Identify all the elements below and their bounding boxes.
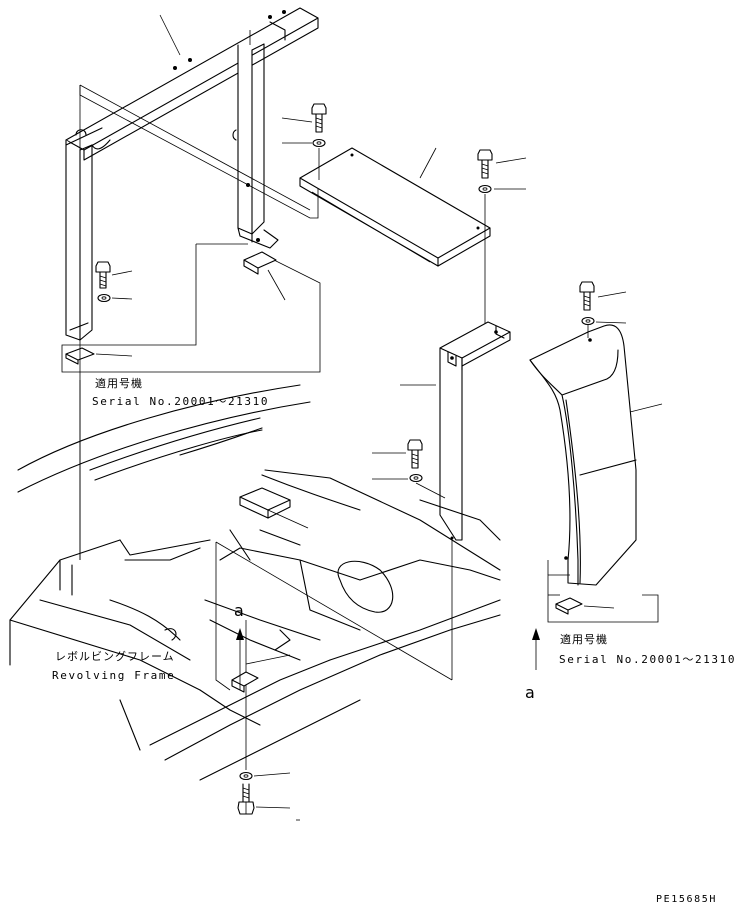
right-post <box>400 321 511 541</box>
view-marker-left: a <box>234 601 244 620</box>
bolt-middle <box>372 439 446 499</box>
side-cover <box>529 324 663 586</box>
frame-bracket <box>239 487 309 529</box>
drawing-number: PE15685H <box>656 894 717 905</box>
frame-label-en: Revolving Frame <box>52 669 176 682</box>
leader-lines-left-frame <box>95 14 286 357</box>
revolving-frame <box>9 384 501 781</box>
reference-polyline-center <box>79 380 453 691</box>
bolt-top-left <box>281 103 327 180</box>
serial-range-left: Serial No.20001～21310 <box>92 395 270 408</box>
bolt-top-right <box>477 149 527 330</box>
view-marker-right: a <box>525 683 535 702</box>
applicability-title-left: 適用号機 <box>95 377 143 390</box>
left-upright-frame <box>65 7 319 341</box>
cover-plate <box>299 147 491 267</box>
view-arrows <box>236 628 540 690</box>
bolt-right <box>579 281 627 326</box>
frame-label-jp: レボルビングフレーム <box>55 650 175 663</box>
left-inset-box <box>61 243 321 373</box>
bottom-bolt <box>231 620 300 821</box>
serial-range-right: Serial No.20001～21310 <box>559 653 737 666</box>
left-bolt-washer <box>95 261 133 303</box>
applicability-title-right: 適用号機 <box>560 633 608 646</box>
right-inset-box <box>547 560 659 623</box>
